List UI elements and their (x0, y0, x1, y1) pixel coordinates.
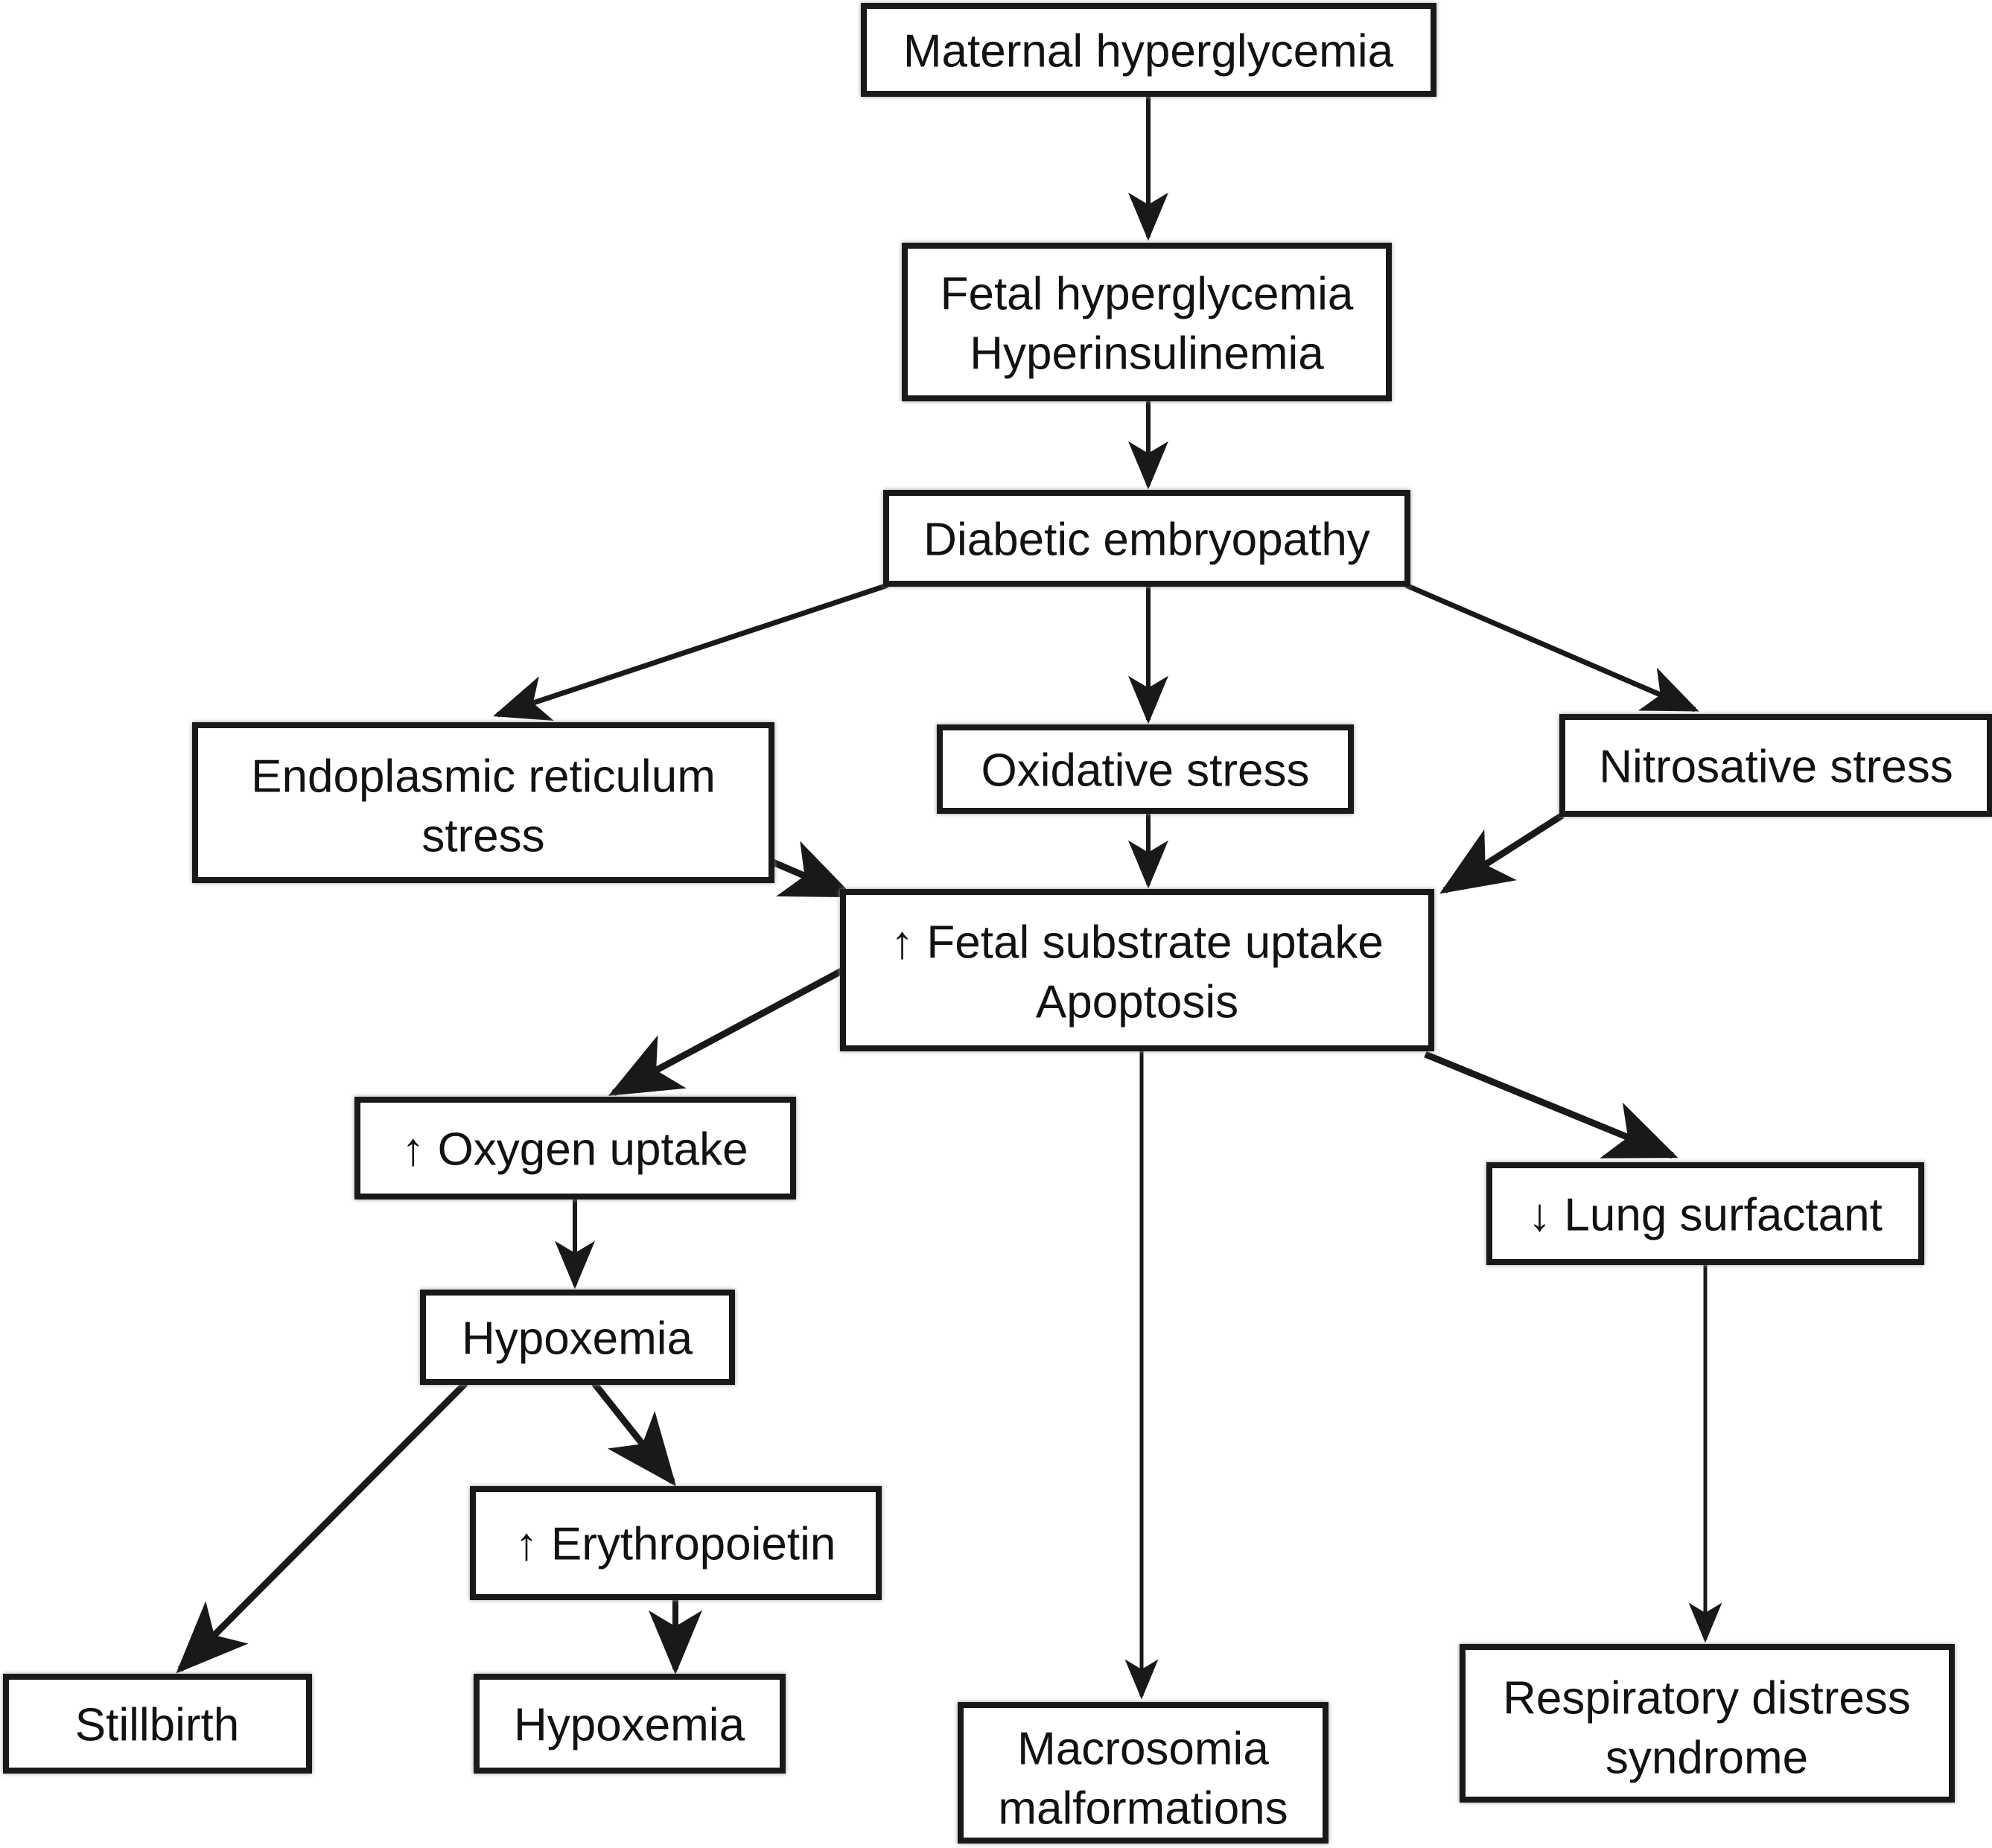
node-label-line2: syndrome (1606, 1733, 1808, 1784)
arrow-diabetic-embryopathy-to-nitrosative-stress (1404, 582, 1699, 713)
node-hypoxemia-lower: Hypoxemia (474, 1674, 786, 1774)
node-box (937, 724, 1354, 814)
node-label-line2: stress (421, 811, 544, 862)
node-erythropoietin: ↑ Erythropoietin (470, 1486, 882, 1600)
arrow-hypoxemia-to-stillbirth (176, 1380, 468, 1674)
node-label: Maternal hyperglycemia (903, 26, 1394, 77)
node-fetal-hyperglycemia-hyperinsulinemia: Fetal hyperglycemia Hyperinsulinemia (902, 243, 1392, 401)
node-diabetic-embryopathy: Diabetic embryopathy (883, 490, 1410, 587)
node-label-line1: Endoplasmic reticulum (251, 751, 716, 803)
arrow-fetal-substrate-to-oxygen-uptake (608, 966, 847, 1096)
node-label: ↑ Erythropoietin (515, 1519, 836, 1570)
node-nitrosative-stress: Nitrosative stress (1559, 714, 1992, 817)
arrow-fetal-substrate-to-lung-surfactant (1424, 1051, 1678, 1159)
node-label: Hypoxemia (462, 1313, 693, 1365)
node-box (840, 889, 1434, 1051)
node-box (883, 490, 1410, 587)
node-box (1559, 714, 1992, 817)
node-label-line1: Respiratory distress (1503, 1673, 1911, 1724)
node-stillbirth: Stillbirth (3, 1674, 312, 1774)
node-box (902, 243, 1392, 401)
node-box (3, 1674, 312, 1774)
node-macrosomia-malformations: Macrosomia malformations (958, 1702, 1328, 1844)
node-box (958, 1702, 1328, 1844)
node-endoplasmic-reticulum-stress: Endoplasmic reticulum stress (192, 722, 774, 883)
node-label-line2: malformations (998, 1783, 1288, 1835)
node-fetal-substrate-uptake-apoptosis: ↑ Fetal substrate uptake Apoptosis (840, 889, 1434, 1051)
arrow-nitrosative-stress-to-fetal-substrate (1439, 812, 1565, 894)
node-oxidative-stress: Oxidative stress (937, 724, 1354, 814)
node-box (861, 3, 1436, 97)
node-label: Stillbirth (75, 1700, 240, 1751)
node-box (420, 1290, 735, 1385)
node-label-line2: Hyperinsulinemia (970, 328, 1324, 380)
arrow-hypoxemia-to-erythropoietin (591, 1381, 677, 1487)
node-label-line2: Apoptosis (1036, 977, 1238, 1028)
node-label: Diabetic embryopathy (923, 514, 1370, 566)
node-label: ↓ Lung surfactant (1528, 1190, 1883, 1241)
node-box (1486, 1162, 1924, 1265)
node-box (192, 722, 774, 883)
node-label: ↑ Oxygen uptake (401, 1124, 748, 1176)
node-box (470, 1486, 882, 1600)
node-hypoxemia-upper: Hypoxemia (420, 1290, 735, 1385)
node-label: Nitrosative stress (1599, 742, 1953, 793)
node-oxygen-uptake: ↑ Oxygen uptake (354, 1097, 796, 1199)
node-respiratory-distress-syndrome: Respiratory distress syndrome (1460, 1644, 1955, 1803)
node-lung-surfactant: ↓ Lung surfactant (1486, 1162, 1924, 1265)
arrow-diabetic-embryopathy-to-er-stress (493, 582, 889, 721)
node-label-line1: Fetal hyperglycemia (941, 269, 1354, 320)
node-label-line1: ↑ Fetal substrate uptake (891, 917, 1384, 969)
node-box (1460, 1644, 1955, 1803)
arrow-er-stress-to-fetal-substrate (771, 841, 855, 899)
node-label: Hypoxemia (514, 1700, 745, 1751)
node-box (354, 1097, 796, 1199)
node-box (474, 1674, 786, 1774)
node-label-line1: Macrosomia (1017, 1724, 1269, 1775)
node-label: Oxidative stress (981, 745, 1309, 797)
node-maternal-hyperglycemia: Maternal hyperglycemia (861, 3, 1436, 97)
